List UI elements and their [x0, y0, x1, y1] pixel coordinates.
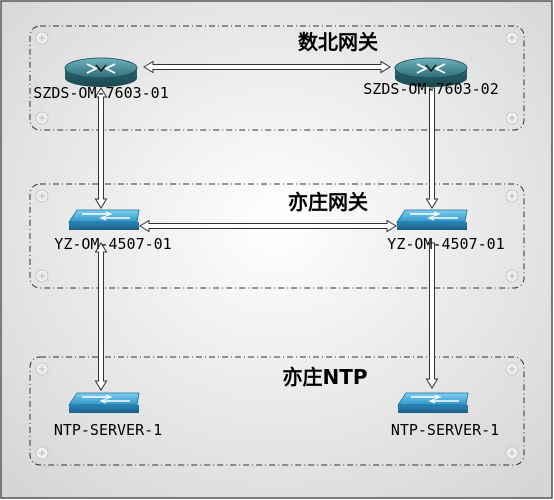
switch-icon: [396, 209, 468, 230]
group-core: 数北网关: [29, 25, 525, 131]
device-label: YZ-OM-4507-01: [54, 235, 171, 253]
group-title: 亦庄NTP: [282, 365, 367, 389]
device-s1[interactable]: YZ-OM-4507-01: [54, 209, 172, 253]
device-label: SZDS-OM-7603-01: [33, 84, 168, 102]
device-r2[interactable]: SZDS-OM-7603-02: [363, 57, 499, 98]
link-r2-s2: [425, 87, 439, 209]
screw-icon: [505, 111, 519, 125]
router-icon: [394, 57, 468, 87]
screw-icon: [35, 269, 49, 283]
screw-icon: [505, 269, 519, 283]
devices-layer: SZDS-OM-7603-01 SZDS-OM-7603-02YZ-OM-4507…: [33, 57, 505, 439]
device-s2[interactable]: YZ-OM-4507-01: [387, 209, 505, 253]
group-title: 数北网关: [298, 30, 378, 54]
screw-icon: [505, 446, 519, 460]
screw-icon: [505, 31, 519, 45]
device-label: SZDS-OM-7603-02: [363, 80, 498, 98]
link-s2-n2: [425, 242, 439, 389]
screw-icon: [505, 189, 519, 203]
link-r1-r2: [143, 60, 391, 74]
screw-icon: [35, 189, 49, 203]
group-border: [29, 25, 525, 131]
switch-icon: [397, 392, 469, 413]
device-r1[interactable]: SZDS-OM-7603-01: [33, 57, 169, 102]
links-layer: [94, 60, 439, 391]
device-n2[interactable]: NTP-SERVER-1: [391, 392, 499, 439]
link-r1-s1: [94, 87, 108, 209]
screw-icon: [35, 31, 49, 45]
group-title: 亦庄网关: [288, 190, 368, 214]
link-s1-n1: [94, 242, 108, 391]
group-border: [29, 356, 525, 466]
group-gateway: 亦庄网关: [29, 183, 525, 289]
switch-icon: [68, 392, 140, 413]
screw-icon: [505, 362, 519, 376]
screw-icon: [35, 446, 49, 460]
router-icon: [64, 57, 138, 87]
group-border: [29, 183, 525, 289]
group-ntp: 亦庄NTP: [29, 356, 525, 466]
switch-icon: [68, 209, 140, 230]
screw-icon: [35, 111, 49, 125]
device-n1[interactable]: NTP-SERVER-1: [54, 392, 162, 439]
device-label: YZ-OM-4507-01: [387, 235, 504, 253]
link-s1-s2: [139, 219, 397, 233]
screw-icon: [35, 362, 49, 376]
device-label: NTP-SERVER-1: [54, 421, 162, 439]
device-label: NTP-SERVER-1: [391, 421, 499, 439]
